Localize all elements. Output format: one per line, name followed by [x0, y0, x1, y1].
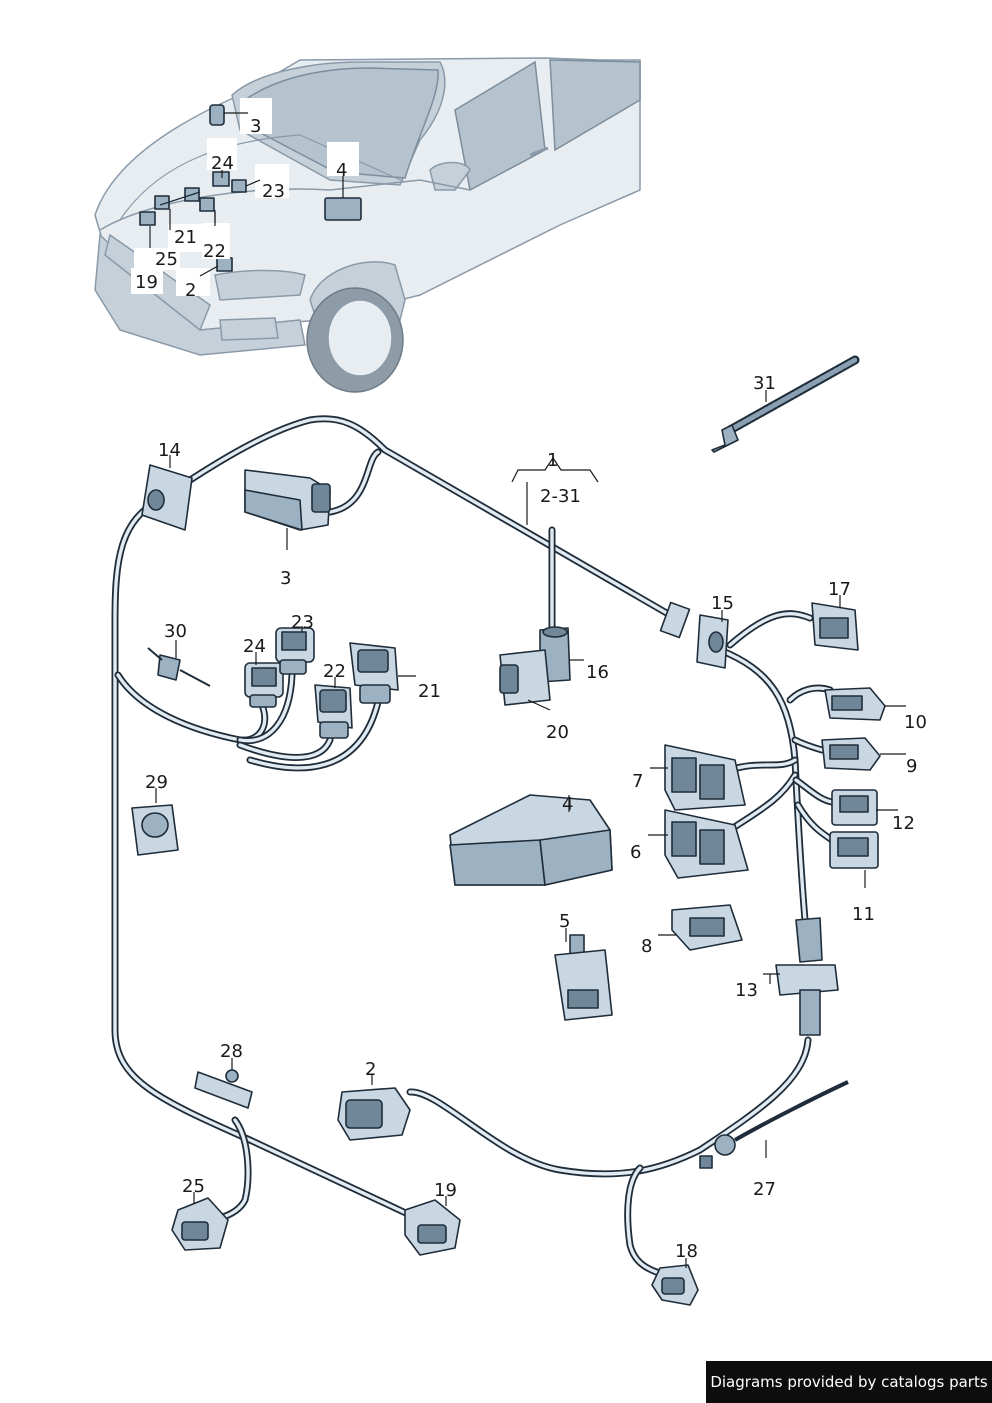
callout-25: 25 — [182, 1176, 205, 1197]
part-4-fuse-box — [449, 794, 613, 886]
callout-31: 31 — [753, 373, 776, 394]
callout-3: 3 — [280, 568, 291, 589]
callout-12: 12 — [892, 813, 915, 834]
part-18-connector — [651, 1264, 699, 1306]
part-14-grommet — [141, 464, 193, 531]
harness-cables — [111, 415, 836, 1279]
callout-18: 18 — [675, 1241, 698, 1262]
callout-19: 19 — [434, 1180, 457, 1201]
callout-6: 6 — [630, 842, 641, 863]
car-callout-19: 19 — [135, 272, 158, 293]
part-25-connector — [171, 1197, 229, 1251]
part-9-connector — [821, 737, 881, 771]
car-callouts: 3 24 23 4 21 22 25 19 2 — [131, 98, 359, 301]
part-15-grommet — [659, 601, 729, 669]
part-5-bracket — [554, 934, 613, 1021]
callout-10: 10 — [904, 712, 927, 733]
footer-credit: Diagrams provided by catalogs parts — [706, 1361, 992, 1403]
callout-5: 5 — [559, 911, 570, 932]
callout-2: 2 — [365, 1059, 376, 1080]
part-6-relay-carrier — [664, 809, 749, 879]
callout-11: 11 — [852, 904, 875, 925]
callout-22: 22 — [323, 661, 346, 682]
callout-23: 23 — [291, 612, 314, 633]
part-23-connector — [275, 627, 315, 675]
part-22-connector — [314, 684, 353, 739]
callout-30: 30 — [164, 621, 187, 642]
callout-29: 29 — [145, 772, 168, 793]
part-3-connector — [244, 469, 331, 531]
part-17-connector — [811, 602, 859, 651]
part-13-grommet — [775, 917, 839, 1036]
part-7-relay-carrier — [664, 744, 746, 811]
part-callouts: 14 3 31 15 17 16 20 30 23 24 22 21 10 9 … — [145, 373, 927, 1268]
part-30-clip — [147, 647, 211, 687]
callout-24: 24 — [243, 636, 266, 657]
car-callout-24: 24 — [211, 153, 234, 174]
part-2-connector — [337, 1087, 411, 1141]
callout-1: 1 — [547, 450, 558, 471]
part-28-holder — [194, 1069, 253, 1109]
part-29-holder — [131, 804, 179, 856]
callout-17: 17 — [828, 579, 851, 600]
part-12-connector — [831, 789, 878, 826]
part-16-connector — [499, 626, 571, 706]
part-19-connector — [404, 1199, 461, 1256]
part-10-connector — [824, 687, 886, 721]
callout-4: 4 — [562, 794, 573, 815]
callout-14: 14 — [158, 440, 181, 461]
car-callout-2: 2 — [185, 280, 196, 301]
callout-13: 13 — [735, 980, 758, 1001]
part-31-cable-tie — [711, 355, 860, 453]
callout-15: 15 — [711, 593, 734, 614]
callout-9: 9 — [906, 756, 917, 777]
car-callout-3: 3 — [250, 116, 261, 137]
part-21-connector — [349, 642, 399, 704]
part-11-connector — [829, 831, 879, 869]
car-callout-21: 21 — [174, 227, 197, 248]
car-callout-22: 22 — [203, 241, 226, 262]
group-callout: 1 2-31 — [511, 450, 599, 525]
callout-20: 20 — [546, 722, 569, 743]
part-8-relay-base — [671, 904, 743, 951]
car-callout-23: 23 — [262, 181, 285, 202]
callout-8: 8 — [641, 936, 652, 957]
callout-21: 21 — [418, 681, 441, 702]
car-callout-25: 25 — [155, 249, 178, 270]
car-callout-4: 4 — [336, 160, 347, 181]
callout-16: 16 — [586, 662, 609, 683]
part-24-connector — [244, 662, 284, 708]
callout-28: 28 — [220, 1041, 243, 1062]
callout-27: 27 — [753, 1179, 776, 1200]
part-27-ground-wire — [699, 1080, 849, 1169]
callout-7: 7 — [632, 771, 643, 792]
callout-range: 2-31 — [540, 486, 581, 507]
